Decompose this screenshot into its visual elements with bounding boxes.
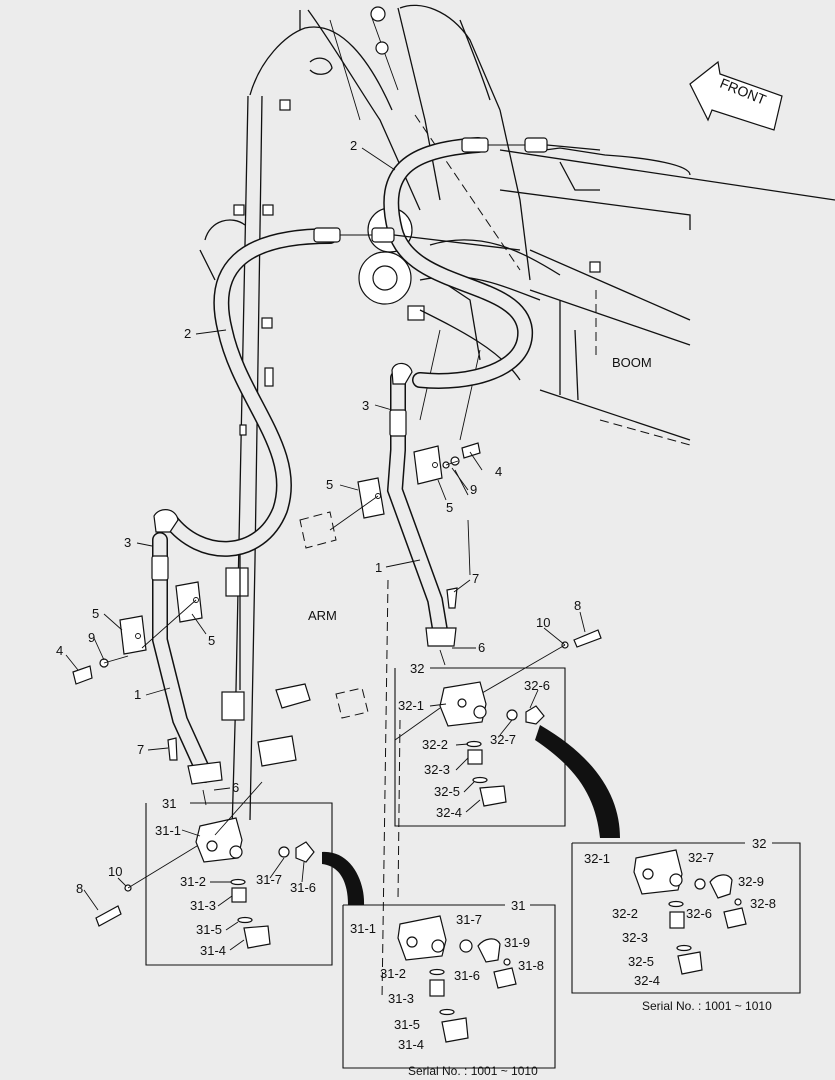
- callout-5-a: 5: [326, 477, 333, 492]
- hoses: [162, 137, 601, 557]
- front-arrow: FRONT: [689, 60, 783, 131]
- detail-31: [342, 904, 556, 1069]
- callout-31-6: 31-6: [290, 880, 316, 895]
- area-arm: ARM: [308, 608, 337, 623]
- detail-32-5: 32-5: [628, 954, 654, 969]
- callout-5-c: 5: [92, 606, 99, 621]
- callout-32-5: 32-5: [434, 784, 460, 799]
- callout-4-left: 4: [56, 643, 63, 658]
- detail-32-1: 32-1: [584, 851, 610, 866]
- steel-pipes: [151, 362, 457, 785]
- detail-31-5: 31-5: [394, 1017, 420, 1032]
- callout-8-left: 8: [76, 881, 83, 896]
- callout-32-3: 32-3: [424, 762, 450, 777]
- leader-lines: [65, 147, 586, 951]
- detail-32-4: 32-4: [634, 973, 660, 988]
- callout-6-right: 6: [478, 640, 485, 655]
- group-32-inline: [394, 667, 566, 827]
- detail-31-2: 31-2: [380, 966, 406, 981]
- group-31-inline: [145, 781, 333, 966]
- callout-3-right: 3: [362, 398, 369, 413]
- boom-structure: [358, 147, 835, 446]
- detail-31-8: 31-8: [518, 958, 544, 973]
- callout-31-2: 31-2: [180, 874, 206, 889]
- callout-4-right: 4: [495, 464, 502, 479]
- group-31-title: 31: [162, 796, 176, 811]
- detail-32-title: 32: [752, 836, 766, 851]
- callout-2-left: 2: [184, 326, 191, 341]
- callout-31-3: 31-3: [190, 898, 216, 913]
- detail-32-7: 32-7: [688, 850, 714, 865]
- callout-5-d: 5: [208, 633, 215, 648]
- callout-6-left: 6: [232, 780, 239, 795]
- group-32-title: 32: [410, 661, 424, 676]
- callout-3-left: 3: [124, 535, 131, 550]
- pointer-arrow-31: [322, 851, 365, 905]
- detail-31-1: 31-1: [350, 921, 376, 936]
- detail-31-4: 31-4: [398, 1037, 424, 1052]
- serial-detail-32: Serial No. : 1001 ~ 1010: [642, 999, 772, 1013]
- callout-8-right: 8: [574, 598, 581, 613]
- callout-32-7: 32-7: [490, 732, 516, 747]
- detail-31-9: 31-9: [504, 935, 530, 950]
- callout-31-1: 31-1: [155, 823, 181, 838]
- detail-32-3: 32-3: [622, 930, 648, 945]
- arm-structure: [199, 4, 597, 1001]
- area-boom: BOOM: [612, 355, 652, 370]
- callout-31-5: 31-5: [196, 922, 222, 937]
- callout-2-upper: 2: [350, 138, 357, 153]
- detail-32: [571, 842, 801, 994]
- detail-32-6: 32-6: [686, 906, 712, 921]
- serial-detail-31: Serial No. : 1001 ~ 1010: [408, 1064, 538, 1078]
- callout-31-4: 31-4: [200, 943, 226, 958]
- callout-7-right: 7: [472, 571, 479, 586]
- callout-32-4: 32-4: [436, 805, 462, 820]
- callout-5-b: 5: [446, 500, 453, 515]
- detail-32-8: 32-8: [750, 896, 776, 911]
- detail-32-2: 32-2: [612, 906, 638, 921]
- callout-9-right: 9: [470, 482, 477, 497]
- callout-10-right: 10: [536, 615, 550, 630]
- detail-31-6: 31-6: [454, 968, 480, 983]
- callout-10-left: 10: [108, 864, 122, 879]
- clamps: [72, 442, 602, 927]
- callout-32-6: 32-6: [524, 678, 550, 693]
- detail-31-3: 31-3: [388, 991, 414, 1006]
- callout-32-1: 32-1: [398, 698, 424, 713]
- pointer-arrow-32: [535, 725, 620, 838]
- labels: BOOM ARM 2 2 3 3 4 4 5 5 5 5 9 9 1 1 7 7…: [56, 138, 776, 1078]
- callout-1-right: 1: [375, 560, 382, 575]
- callout-1-left: 1: [134, 687, 141, 702]
- callout-31-7: 31-7: [256, 872, 282, 887]
- detail-32-9: 32-9: [738, 874, 764, 889]
- callout-7-left: 7: [137, 742, 144, 757]
- callout-32-2: 32-2: [422, 737, 448, 752]
- callout-9-left: 9: [88, 630, 95, 645]
- detail-31-title: 31: [511, 898, 525, 913]
- detail-31-7: 31-7: [456, 912, 482, 927]
